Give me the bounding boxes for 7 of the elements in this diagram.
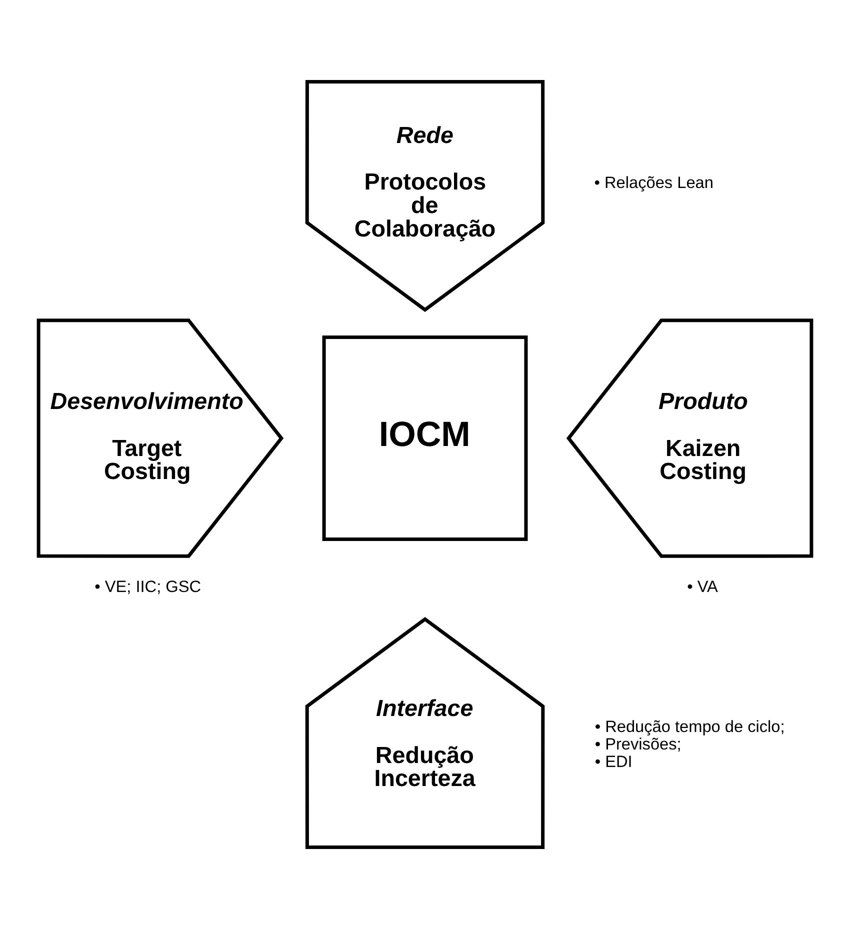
node-label: • VE; IIC; GSC [94,578,202,596]
node-label: • EDI [594,753,632,772]
node-box: IOCM [322,336,528,541]
node-label: • VA [687,578,718,596]
node-label: • Redução tempo de ciclo; [594,718,785,736]
node-label: • Previsões; [594,736,682,754]
node-label: • Relações Lean [594,174,714,192]
